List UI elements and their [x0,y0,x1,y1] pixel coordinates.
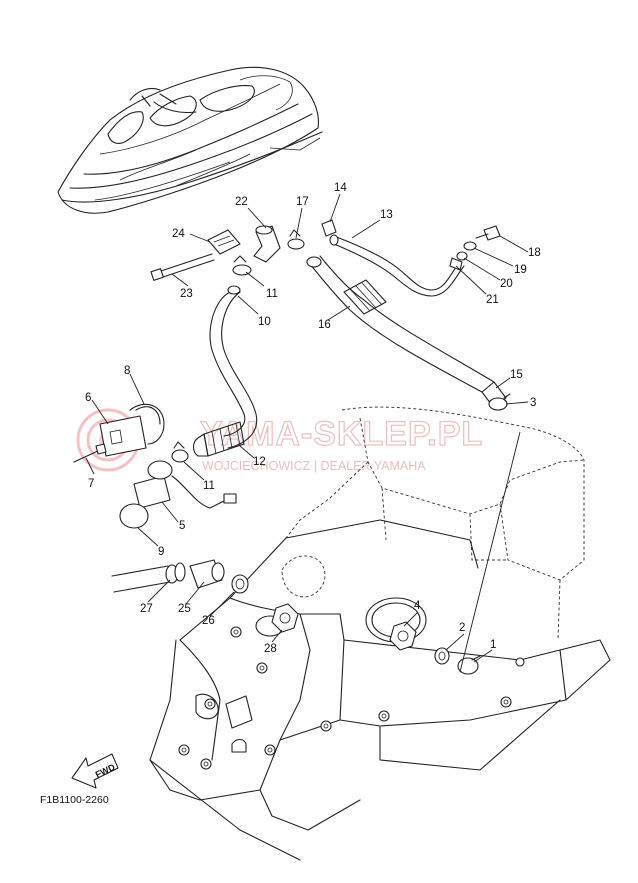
leader-lines [85,193,529,673]
screw-7 [73,443,107,463]
diagram-code: F1B1100-2260 [40,794,109,806]
callout-5: 5 [179,520,185,532]
elbow-fitting-22 [253,225,281,263]
callout-1: 1 [490,639,496,651]
callout-28: 28 [264,643,277,655]
fitting-25 [189,559,225,589]
hose-clamp-1 [457,655,481,675]
filter-disc-9 [119,503,149,529]
callout-17: 17 [296,196,309,208]
nut-28 [271,603,299,633]
watermark-subtitle: WOJCIECHOWICZ | DEALER YAMAHA [202,459,426,473]
callout-21: 21 [486,294,499,306]
callout-8: 8 [124,365,130,377]
callout-22: 22 [235,196,248,208]
callout-13: 13 [380,209,393,221]
hose-clamp-11-lower [171,441,189,463]
bolt-assembly-18-21 [449,225,501,271]
washer-26 [231,574,249,594]
callout-20: 20 [500,278,513,290]
callout-14: 14 [334,182,347,194]
hose-clamp-11-upper [232,255,252,276]
callout-24: 24 [172,228,185,240]
callout-11-upper: 11 [266,288,278,300]
callout-3: 3 [530,397,536,409]
callout-23: 23 [180,288,193,300]
washer-2 [434,647,450,665]
hose-16 [306,255,507,409]
callout-4: 4 [414,600,421,612]
callout-16: 16 [318,319,331,331]
callout-25: 25 [178,603,191,615]
fwd-arrow-icon: FWD [71,753,119,789]
nut-4 [389,621,417,651]
hose-27 [111,562,186,593]
callout-19: 19 [514,264,527,276]
callout-10: 10 [258,316,271,328]
callout-15: 15 [510,369,523,381]
callout-18: 18 [528,247,541,259]
hose-clamp-3 [488,393,511,411]
watercraft-overview [57,66,323,214]
hose-clamp-17 [287,229,305,250]
bellows-16 [343,279,387,315]
callout-27: 27 [140,603,153,615]
callout-11-lower: 11 [203,480,215,492]
hose-13 [329,234,465,297]
watermark-title: YAMA-SKLEP.PL [200,415,483,453]
callout-2: 2 [459,622,465,634]
hose-10-12 [192,285,258,457]
callout-7: 7 [88,478,94,490]
bracket-6-band-8 [99,403,165,457]
callout-numbers: 1 2 3 4 5 6 7 8 9 10 11 11 12 13 14 15 1… [85,182,541,655]
callout-26: 26 [202,615,215,627]
clip-24 [207,229,241,255]
bilge-pump-5 [133,460,237,509]
hull-compartment [149,406,611,861]
hose-clamp-14 [321,219,337,237]
callout-6: 6 [85,392,91,404]
callout-9: 9 [158,546,164,558]
cable-tie-23 [150,253,215,281]
callout-12: 12 [253,456,266,468]
watermark: YAMA-SKLEP.PL WOJCIECHOWICZ | DEALER YAM… [76,408,483,473]
mounting-bolts [178,626,525,770]
